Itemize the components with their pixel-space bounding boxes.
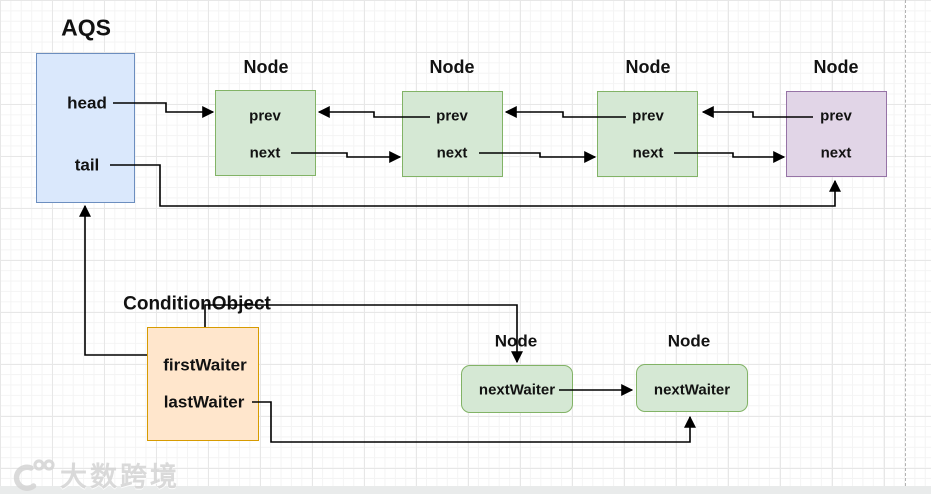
condition-field-lastwaiter: lastWaiter bbox=[163, 392, 245, 412]
queue-node-4-next: next bbox=[820, 144, 852, 162]
bottom-gray-bar bbox=[0, 486, 931, 494]
queue-node-1-box bbox=[215, 90, 316, 176]
aqs-field-head: head bbox=[67, 93, 107, 113]
queue-node-2-label: Node bbox=[429, 57, 475, 77]
queue-node-3-next: next bbox=[632, 144, 664, 162]
queue-node-1-label: Node bbox=[243, 57, 289, 77]
queue-node-1-prev: prev bbox=[249, 107, 281, 125]
waiter-node-1-label: Node bbox=[494, 331, 538, 351]
aqs-field-tail: tail bbox=[74, 155, 100, 175]
queue-node-2-box bbox=[402, 91, 503, 177]
queue-node-3-prev: prev bbox=[632, 107, 664, 125]
queue-node-3-box bbox=[597, 91, 698, 177]
arrow-condition-to-aqs bbox=[79, 204, 147, 356]
condition-object-box bbox=[147, 327, 259, 441]
queue-node-2-prev: prev bbox=[436, 107, 468, 125]
queue-node-4-label: Node bbox=[813, 57, 859, 77]
waiter-node-2-label: Node bbox=[667, 331, 711, 351]
page-boundary-dashed-line bbox=[905, 0, 906, 486]
watermark: 大数跨境 bbox=[10, 455, 180, 494]
brand-logo-icon bbox=[13, 458, 55, 491]
queue-node-4-prev: prev bbox=[820, 107, 852, 125]
watermark-text: 大数跨境 bbox=[60, 462, 180, 492]
waiter-node-2-field: nextWaiter bbox=[653, 381, 731, 399]
condition-field-firstwaiter: firstWaiter bbox=[163, 355, 247, 375]
queue-node-1-next: next bbox=[249, 144, 281, 162]
waiter-node-1-field: nextWaiter bbox=[478, 381, 556, 399]
aqs-title: AQS bbox=[61, 14, 111, 41]
queue-node-2-next: next bbox=[436, 144, 468, 162]
condition-object-title: ConditionObject bbox=[123, 293, 271, 315]
queue-node-4-box bbox=[786, 91, 887, 177]
queue-node-3-label: Node bbox=[625, 57, 671, 77]
aqs-box bbox=[36, 53, 135, 203]
